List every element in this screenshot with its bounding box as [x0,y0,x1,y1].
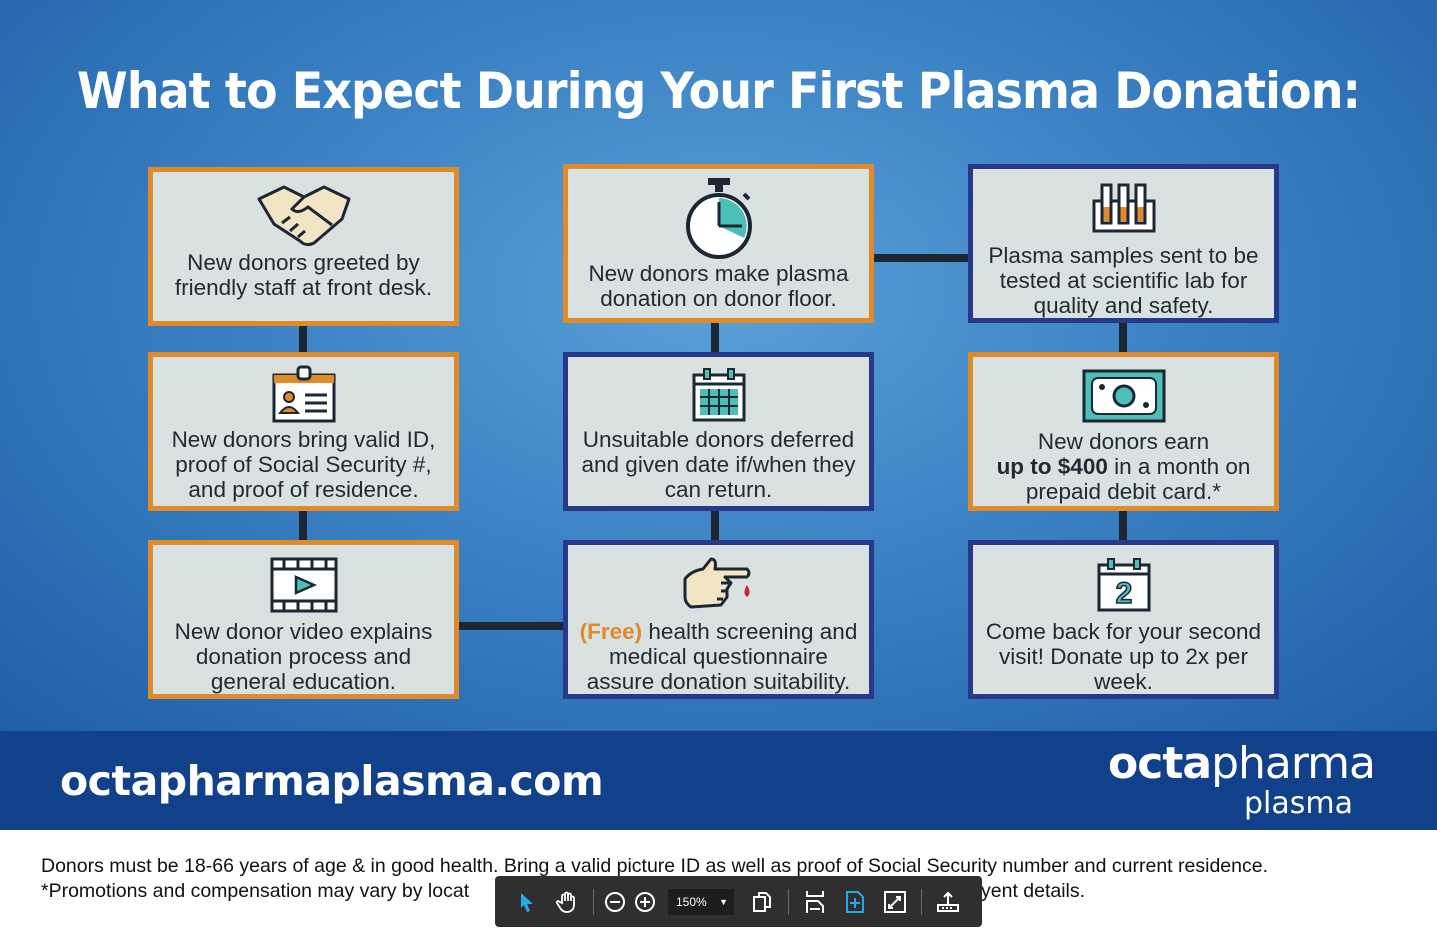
zoom-in-button[interactable] [630,882,660,922]
step-text-rest: health screening and medical questionnai… [586,619,858,694]
fit-page-button[interactable] [835,882,875,922]
pointing-hand-blood-icon [568,545,869,619]
page-title: What to Expect During Your First Plasma … [77,62,1361,120]
free-label: (Free) [579,619,643,644]
copy-pages-button[interactable] [742,882,782,922]
connector [1119,323,1127,352]
website-url: octapharmaplasma.com [60,757,604,805]
connector [873,254,968,262]
logo-bold: octa [1108,738,1212,789]
step-text: New donors bring valid ID, proof of Soci… [171,427,436,502]
disclaimer-line-2-end: yent details. [981,880,1086,902]
pdf-toolbar: 150% ▼ [495,876,982,927]
fit-width-button[interactable] [795,882,835,922]
step-deferred: Unsuitable donors deferred and given dat… [563,352,874,511]
id-card-icon [153,357,454,427]
octapharma-logo: octapharma plasma [1108,738,1376,821]
zoom-level-value: 150% [676,894,707,909]
disclaimer-line-2: *Promotions and compensation may vary by… [41,880,470,902]
calendar-number: 2 [1115,577,1132,610]
disclaimer: Donors must be 18-66 years of age & in g… [41,854,1268,904]
hand-tool-button[interactable] [547,882,587,922]
toolbar-divider [788,888,789,915]
zoom-out-button[interactable] [600,882,630,922]
step-text: (Free) health screening and medical ques… [568,619,869,694]
calendar-icon [568,357,869,427]
stopwatch-icon [568,169,869,261]
step-text: New donor video explains donation proces… [174,619,433,694]
step-text-post: in a month on prepaid debit card.* [1025,454,1251,504]
step-text: Plasma samples sent to be tested at scie… [988,243,1259,318]
zoom-level-select[interactable]: 150% ▼ [668,888,734,915]
fullscreen-button[interactable] [875,882,915,922]
toolbar-divider [921,888,922,915]
connector [1119,510,1127,540]
step-bring-id: New donors bring valid ID, proof of Soci… [148,352,459,511]
step-greeted: New donors greeted by friendly staff at … [148,167,459,326]
disclaimer-line-1: Donors must be 18-66 years of age & in g… [41,855,1268,877]
brand-banner: octapharmaplasma.com octapharma plasma [0,731,1437,830]
step-text: New donors make plasma donation on donor… [588,261,849,311]
step-text: New donors greeted by friendly staff at … [174,250,433,300]
step-text-pre: New donors earn [1037,429,1210,454]
step-text: Come back for your second visit! Donate … [985,619,1262,694]
logo-light: pharma [1211,738,1376,789]
earn-amount: up to $400 [996,454,1108,479]
calendar-2-icon: 2 [973,545,1274,619]
test-tubes-icon [973,169,1274,243]
handshake-icon [153,172,454,250]
select-tool-button[interactable] [507,882,547,922]
step-text: Unsuitable donors deferred and given dat… [581,427,856,502]
step-donation: New donors make plasma donation on donor… [563,164,874,323]
connector [711,323,719,352]
connector [299,326,307,352]
connector [458,622,563,630]
infographic-background: What to Expect During Your First Plasma … [0,0,1437,731]
video-icon [153,545,454,619]
toolbar-divider [593,888,594,915]
share-upload-button[interactable] [928,882,968,922]
step-video: New donor video explains donation proces… [148,540,459,699]
connector [299,510,307,540]
connector [711,510,719,540]
step-second-visit: 2 Come back for your second visit! Donat… [968,540,1279,699]
step-lab: Plasma samples sent to be tested at scie… [968,164,1279,323]
logo-sub: plasma [1244,786,1353,821]
chevron-down-icon: ▼ [719,896,728,907]
money-icon [973,357,1274,429]
step-screening: (Free) health screening and medical ques… [563,540,874,699]
